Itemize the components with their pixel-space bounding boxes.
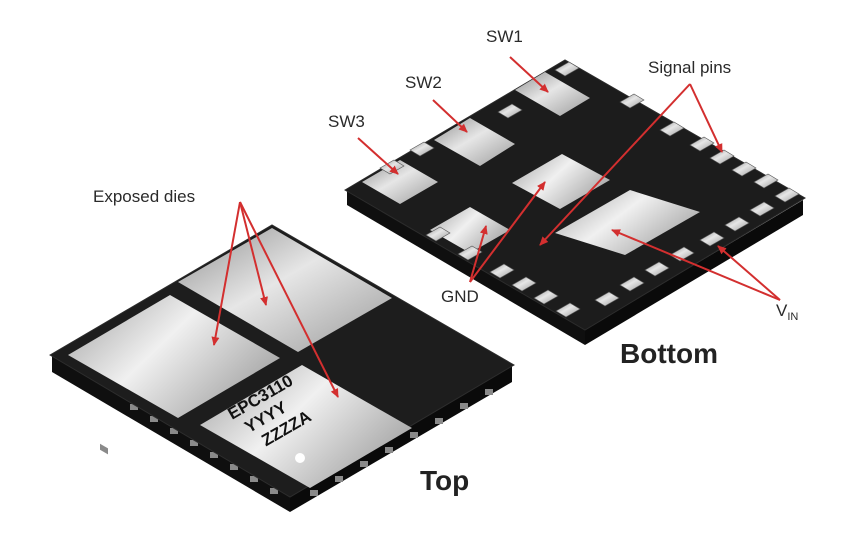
label-exposed-dies: Exposed dies	[93, 187, 195, 206]
label-sw2: SW2	[405, 73, 442, 92]
pin1-dot	[295, 453, 305, 463]
label-sw3: SW3	[328, 112, 365, 131]
label-gnd: GND	[441, 287, 479, 306]
exposed-die-left	[68, 295, 280, 418]
label-vin: VIN	[776, 301, 798, 323]
gnd-pad-center	[512, 154, 610, 209]
label-vin-main: V	[776, 301, 788, 320]
top-package-side-leads	[100, 389, 493, 496]
bottom-package	[344, 59, 806, 345]
label-bottom: Bottom	[620, 338, 718, 369]
label-vin-subscript: IN	[787, 311, 798, 323]
exposed-die-front	[200, 365, 412, 488]
label-top: Top	[420, 465, 469, 496]
sw3-pad	[362, 160, 438, 204]
vin-pad	[555, 190, 700, 255]
gnd-pad-left	[430, 207, 510, 253]
sw2-pad	[434, 118, 515, 166]
label-signal-pins: Signal pins	[648, 58, 731, 77]
top-package: EPC3110 YYYY ZZZZA	[49, 224, 515, 512]
callout-arrows	[211, 56, 781, 398]
label-sw1: SW1	[486, 27, 523, 46]
sw1-pad	[515, 72, 590, 116]
